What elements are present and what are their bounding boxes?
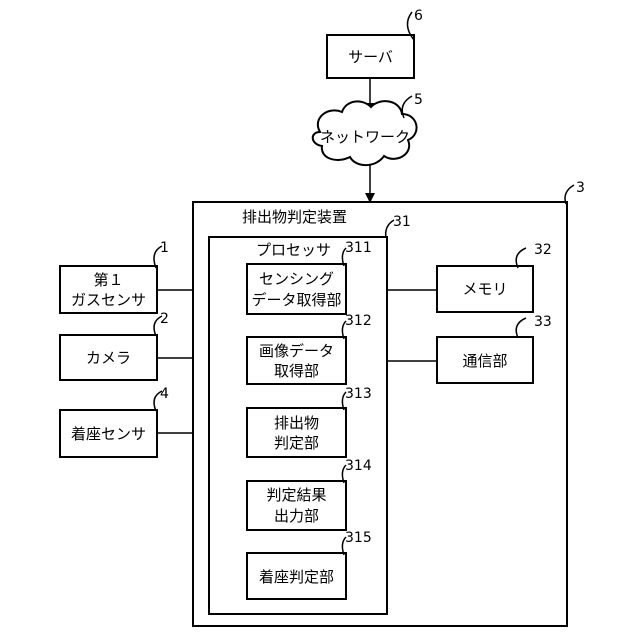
- server-ref-number: 6: [414, 8, 423, 24]
- processor-label: プロセッサ: [256, 241, 331, 259]
- sensing-acq-ref-number: 311: [345, 240, 372, 256]
- network-node: ネットワーク: [313, 101, 417, 165]
- excreta-judge-ref-number: 313: [345, 386, 372, 402]
- comm-label: 通信部: [462, 352, 507, 370]
- sensing-acq-label-line2: データ取得部: [251, 291, 341, 309]
- seat-judge-node: 着座判定部: [247, 553, 346, 599]
- result-output-ref-number: 314: [345, 458, 372, 474]
- sensing-acq-node: センシング データ取得部: [247, 264, 346, 314]
- gas-sensor-label-line1: 第１: [93, 271, 123, 289]
- excreta-judge-label-line2: 判定部: [274, 434, 319, 452]
- excreta-judge-node: 排出物 判定部: [247, 408, 346, 457]
- image-acq-node: 画像データ 取得部: [247, 337, 346, 384]
- memory-ref-number: 32: [534, 242, 552, 258]
- seat-sensor-node: 着座センサ: [60, 410, 157, 457]
- gas-sensor-ref: 1: [154, 240, 169, 268]
- comm-ref-number: 33: [534, 314, 552, 330]
- sensing-acq-label-line1: センシング: [259, 270, 334, 288]
- device-ref-number: 3: [576, 180, 585, 196]
- gas-sensor-node: 第１ ガスセンサ: [60, 266, 157, 313]
- seat-judge-ref-number: 315: [345, 530, 372, 546]
- network-label: ネットワーク: [320, 128, 410, 146]
- result-output-label-line2: 出力部: [274, 507, 319, 525]
- server-label: サーバ: [348, 48, 393, 66]
- comm-node: 通信部: [437, 337, 533, 383]
- seat-sensor-ref-number: 4: [160, 386, 169, 402]
- image-acq-label-line1: 画像データ: [259, 342, 334, 360]
- seat-sensor-label: 着座センサ: [71, 425, 146, 443]
- network-ref-number: 5: [414, 92, 423, 108]
- camera-label: カメラ: [86, 349, 131, 367]
- device-ref: 3: [565, 180, 585, 204]
- device-label: 排出物判定装置: [242, 208, 347, 226]
- processor-ref-number: 31: [393, 214, 411, 230]
- image-acq-label-line2: 取得部: [274, 362, 319, 380]
- gas-sensor-ref-number: 1: [160, 240, 169, 256]
- camera-ref-number: 2: [160, 311, 169, 327]
- server-node: サーバ: [327, 35, 414, 78]
- gas-sensor-label-line2: ガスセンサ: [71, 291, 146, 309]
- image-acq-ref-number: 312: [345, 313, 372, 329]
- camera-node: カメラ: [60, 335, 157, 380]
- excreta-judge-label-line1: 排出物: [274, 414, 319, 432]
- memory-node: メモリ: [437, 266, 533, 312]
- camera-ref: 2: [154, 311, 169, 336]
- seat-judge-label: 着座判定部: [259, 568, 334, 586]
- result-output-label-line1: 判定結果: [266, 486, 326, 504]
- result-output-node: 判定結果 出力部: [247, 481, 346, 530]
- memory-label: メモリ: [462, 280, 507, 298]
- seat-sensor-ref: 4: [154, 386, 169, 411]
